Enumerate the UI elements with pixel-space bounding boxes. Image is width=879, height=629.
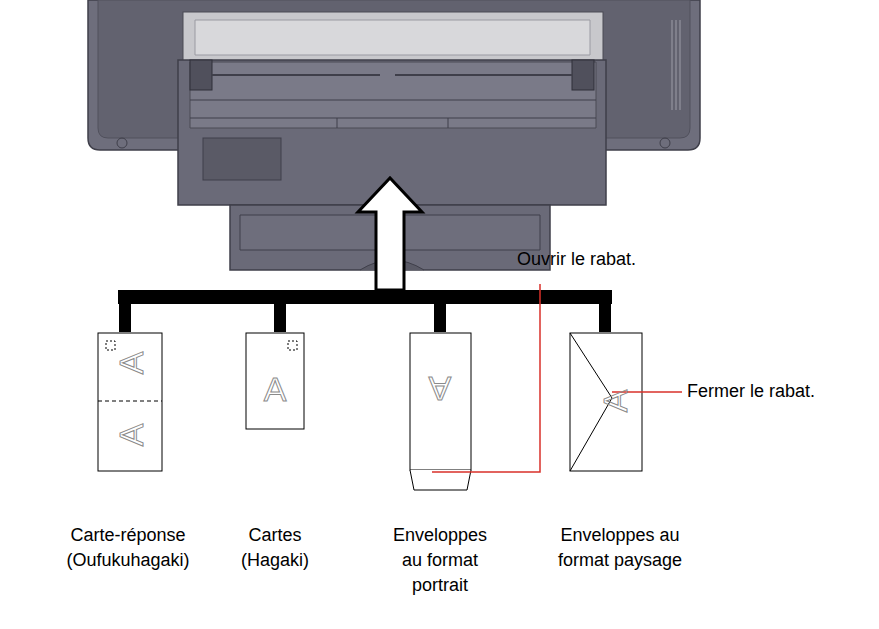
media-caption: Enveloppes au format paysage — [533, 523, 708, 573]
orientation-mark: A — [258, 372, 292, 406]
orientation-mark: A — [423, 372, 457, 406]
orientation-mark: A — [114, 346, 148, 380]
media-caption: Carte-réponse (Oufukuhagaki) — [48, 523, 208, 573]
orientation-mark: A — [598, 384, 632, 418]
callout-note: Ouvrir le rabat. — [517, 247, 677, 272]
media-caption: Enveloppes au format portrait — [384, 523, 496, 598]
callout-note: Fermer le rabat. — [687, 379, 857, 404]
orientation-mark: A — [114, 418, 148, 452]
media-caption: Cartes (Hagaki) — [228, 523, 323, 573]
